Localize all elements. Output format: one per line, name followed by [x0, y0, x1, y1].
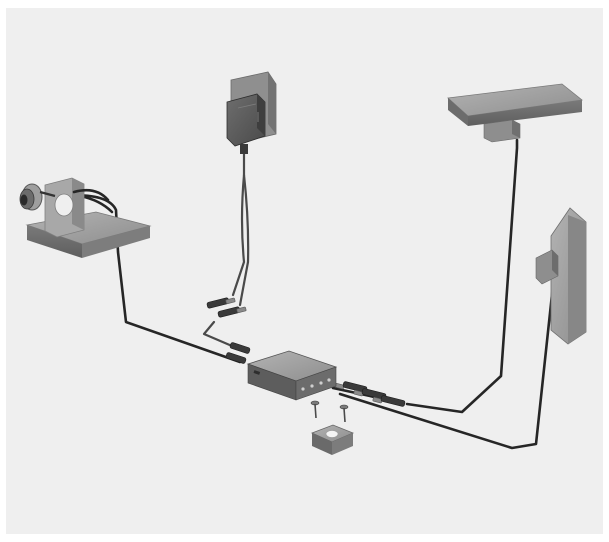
ring-camera-module-icon: [19, 177, 110, 238]
cable-adapter-split: [202, 148, 250, 354]
connector-output-3: [372, 395, 406, 407]
connector-camera-input: [225, 352, 247, 364]
wall-power-adapter-icon: [226, 71, 277, 154]
connector-adapter-input: [229, 342, 251, 354]
mounting-screws-icon: [310, 400, 349, 423]
connector-adapter-split-b: [217, 306, 247, 318]
control-hub-box-icon: [246, 350, 338, 401]
connector-adapter-split-a: [206, 297, 236, 309]
wall-panel-icon: [535, 207, 587, 345]
cable-hub-to-wall-panel: [338, 283, 555, 450]
ceiling-panel-icon: [447, 83, 583, 143]
cable-hub-to-ceiling-panel: [405, 138, 519, 414]
push-switch-icon: [310, 424, 355, 455]
